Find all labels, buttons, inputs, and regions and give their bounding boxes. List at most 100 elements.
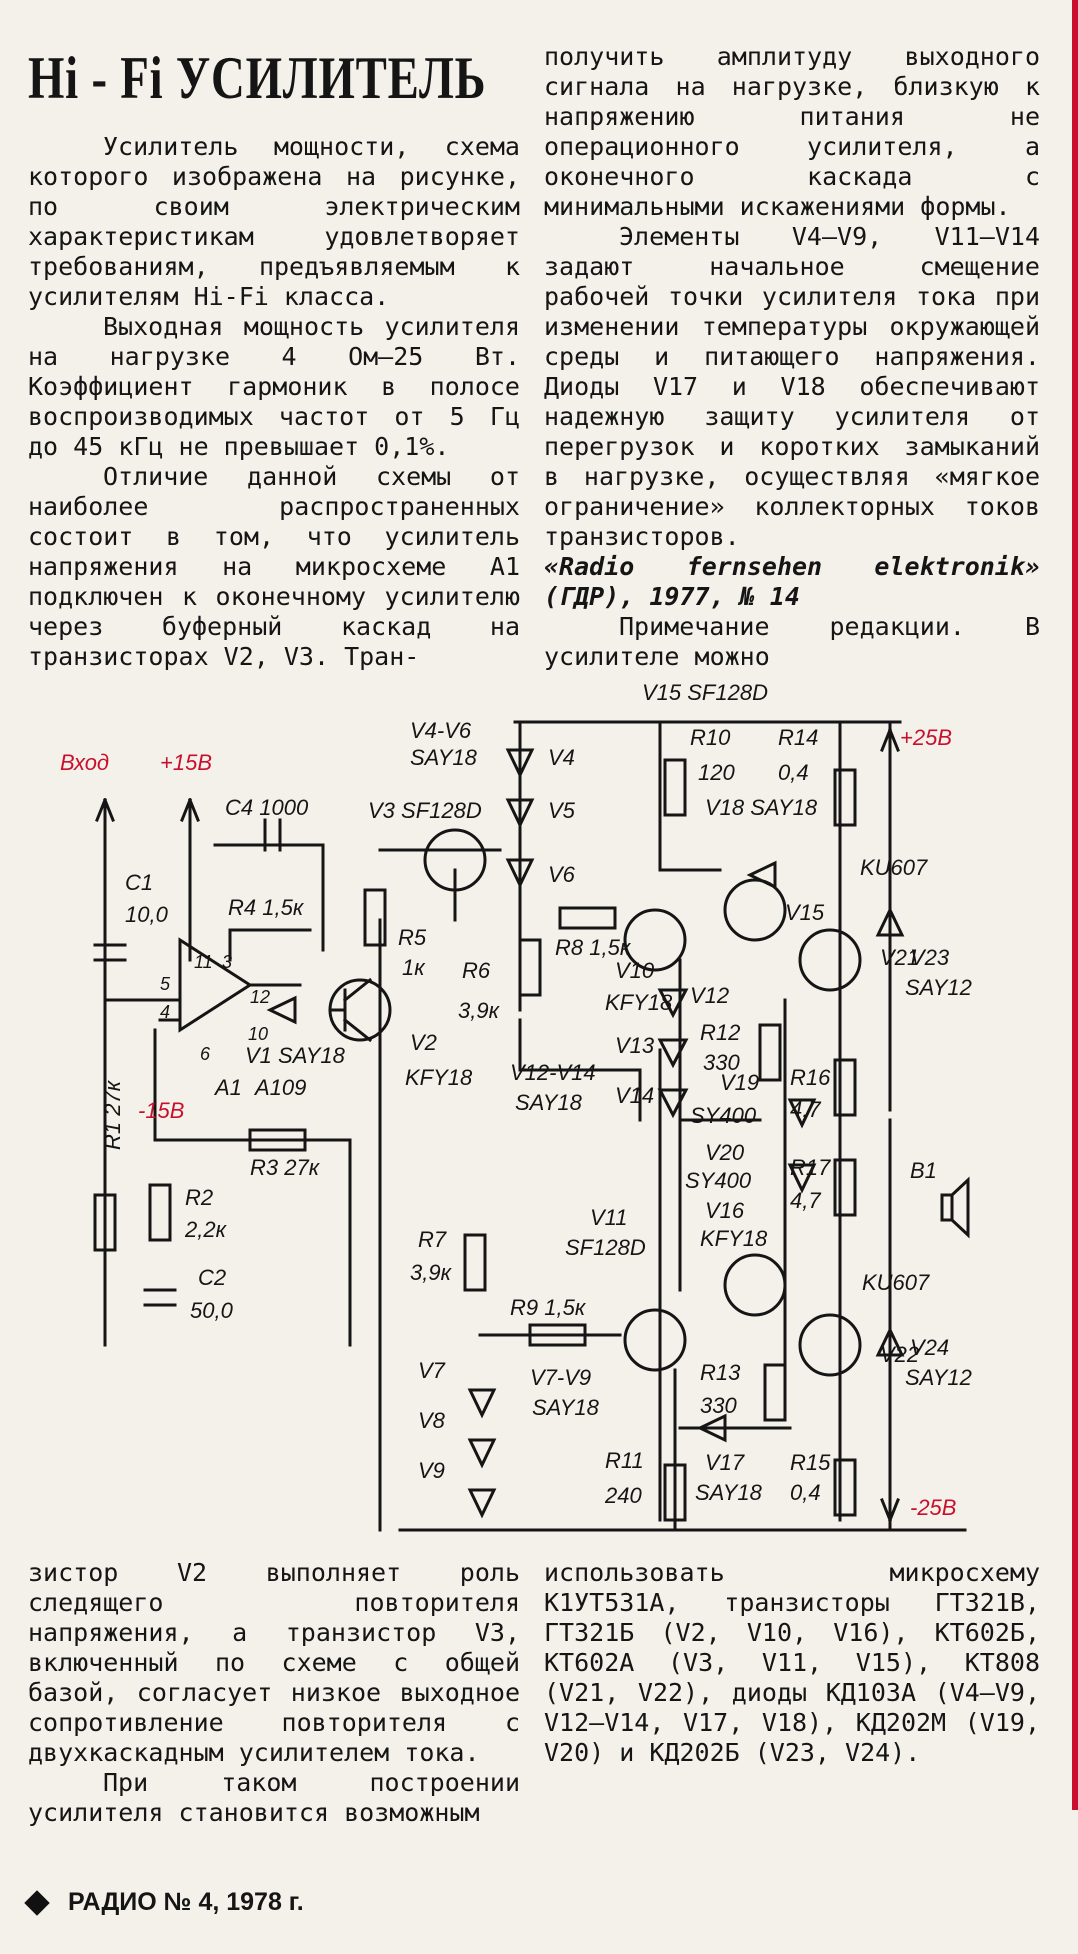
label-r9: R9 1,5к xyxy=(510,1295,587,1320)
label-v17: V17 xyxy=(705,1450,745,1475)
label-r2-value: 2,2к xyxy=(184,1217,228,1242)
label-v6: V6 xyxy=(548,862,576,887)
label-pin-5: 5 xyxy=(160,974,171,994)
label-v23-type: SAY12 xyxy=(905,975,972,1000)
label-pin-12: 12 xyxy=(250,987,270,1007)
label-a1-type: A109 xyxy=(253,1075,306,1100)
label-r3: R3 27к xyxy=(250,1155,321,1180)
label-v4: V4 xyxy=(548,745,575,770)
paragraph: Усилитель мощности, схема которого изобр… xyxy=(28,132,520,311)
label-v11-type: SF128D xyxy=(565,1235,646,1260)
label-v12v14-type: SAY18 xyxy=(515,1090,583,1115)
label-v20-type: SY400 xyxy=(685,1168,752,1193)
label-v11: V11 xyxy=(590,1205,628,1230)
label-v7: V7 xyxy=(418,1358,446,1383)
label-r13: R13 xyxy=(700,1360,741,1385)
editor-note: Примечание редакции. В усилителе можно xyxy=(544,612,1040,672)
label-r5-value: 1к xyxy=(402,955,426,980)
label-r6-value: 3,9к xyxy=(458,998,501,1023)
label-c2: C2 xyxy=(198,1265,226,1290)
text-column-4: использовать микросхему К1УТ531А, транзи… xyxy=(544,1558,1040,1768)
label-r2: R2 xyxy=(185,1185,213,1210)
label-v2: V2 xyxy=(410,1030,437,1055)
label-r10: R10 xyxy=(690,725,731,750)
paragraph: Выходная мощность усилителя на нагрузке … xyxy=(28,312,520,461)
label-v3: V3 SF128D xyxy=(368,798,482,823)
paragraph: При таком построении усилителя становитс… xyxy=(28,1768,520,1827)
page-edge-red-line xyxy=(1072,0,1078,1810)
label-v24-type: SAY12 xyxy=(905,1365,972,1390)
label-v4v6-type: SAY18 xyxy=(410,745,478,770)
label-plus15: +15В xyxy=(160,750,212,775)
label-r7-value: 3,9к xyxy=(410,1260,453,1285)
label-v23: V23 xyxy=(910,945,950,970)
paragraph: получить амплитуду выходного сигнала на … xyxy=(544,42,1040,221)
label-pin-4: 4 xyxy=(160,1002,170,1022)
label-v18: V18 SAY18 xyxy=(705,795,818,820)
label-v22: V22 xyxy=(880,1342,919,1367)
label-v7v9-type: SAY18 xyxy=(532,1395,600,1420)
label-v12v14: V12-V14 xyxy=(510,1060,596,1085)
label-r16: R16 xyxy=(790,1065,831,1090)
article-title: Hi - Fi УСИЛИТЕЛЬ xyxy=(28,45,487,111)
label-v9: V9 xyxy=(418,1458,445,1483)
label-b1: B1 xyxy=(910,1158,937,1183)
label-v14: V14 xyxy=(615,1083,654,1108)
label-v12: V12 xyxy=(690,983,729,1008)
label-v21: V21 xyxy=(880,945,919,970)
paragraph: Отличие данной схемы от наиболее распрос… xyxy=(28,462,520,671)
label-r16-value: 4,7 xyxy=(790,1097,821,1122)
label-pin-3: 3 xyxy=(222,952,232,972)
label-minus15: -15В xyxy=(138,1098,184,1123)
label-v15-top: V15 SF128D xyxy=(642,680,768,705)
label-c2-value: 50,0 xyxy=(190,1298,234,1323)
label-r11-value: 240 xyxy=(604,1483,642,1508)
label-r8: R8 1,5к xyxy=(555,935,632,960)
label-r11: R11 xyxy=(605,1448,644,1473)
label-pin-6: 6 xyxy=(200,1044,211,1064)
label-r4: R4 1,5к xyxy=(228,895,305,920)
label-v19-type: SY400 xyxy=(690,1103,757,1128)
label-input: Вход xyxy=(60,750,109,775)
page-footer: РАДИО № 4, 1978 г. xyxy=(24,1888,304,1917)
label-v10: V10 xyxy=(615,958,655,983)
label-a1: A1 xyxy=(213,1075,242,1100)
label-c1: C1 xyxy=(125,870,153,895)
paragraph: использовать микросхему К1УТ531А, транзи… xyxy=(544,1558,1040,1767)
label-v10-type: KFY18 xyxy=(605,990,673,1015)
label-v1: V1 SAY18 xyxy=(245,1043,346,1068)
label-r17-value: 4,7 xyxy=(790,1188,821,1213)
source-citation: «Radio fernsehen elektronik» (ГДР), 1977… xyxy=(544,552,1040,611)
label-r12: R12 xyxy=(700,1020,740,1045)
label-v13: V13 xyxy=(615,1033,655,1058)
label-v2-type: KFY18 xyxy=(405,1065,473,1090)
label-ku607-lower: KU607 xyxy=(862,1270,930,1295)
label-v7v9: V7-V9 xyxy=(530,1365,591,1390)
label-minus25: -25В xyxy=(910,1495,956,1520)
label-r13-value: 330 xyxy=(700,1393,737,1418)
label-v16-type: KFY18 xyxy=(700,1226,768,1251)
label-r5: R5 xyxy=(398,925,427,950)
label-v24: V24 xyxy=(910,1335,949,1360)
editor-note-heading: Примечание редакции. xyxy=(619,612,965,641)
label-r12-value: 330 xyxy=(703,1050,740,1075)
label-pin-10: 10 xyxy=(248,1024,268,1044)
label-v16: V16 xyxy=(705,1198,745,1223)
label-v17-type: SAY18 xyxy=(695,1480,763,1505)
label-r10-value: 120 xyxy=(698,760,735,785)
editor-note-text: В усилителе можно xyxy=(544,612,1040,671)
label-r1: R1 27к xyxy=(100,1079,125,1150)
label-v20: V20 xyxy=(705,1140,745,1165)
label-v8: V8 xyxy=(418,1408,446,1433)
label-v5: V5 xyxy=(548,798,576,823)
diamond-icon xyxy=(24,1889,50,1916)
label-r15-value: 0,4 xyxy=(790,1480,821,1505)
paragraph: Элементы V4—V9, V11—V14 задают начальное… xyxy=(544,222,1040,551)
label-r15: R15 xyxy=(790,1450,831,1475)
label-v19: V19 xyxy=(720,1070,759,1095)
label-plus25: +25В xyxy=(900,725,952,750)
label-r17: R17 xyxy=(790,1155,831,1180)
label-r14-value: 0,4 xyxy=(778,760,809,785)
label-pin-11: 11 xyxy=(194,952,213,972)
